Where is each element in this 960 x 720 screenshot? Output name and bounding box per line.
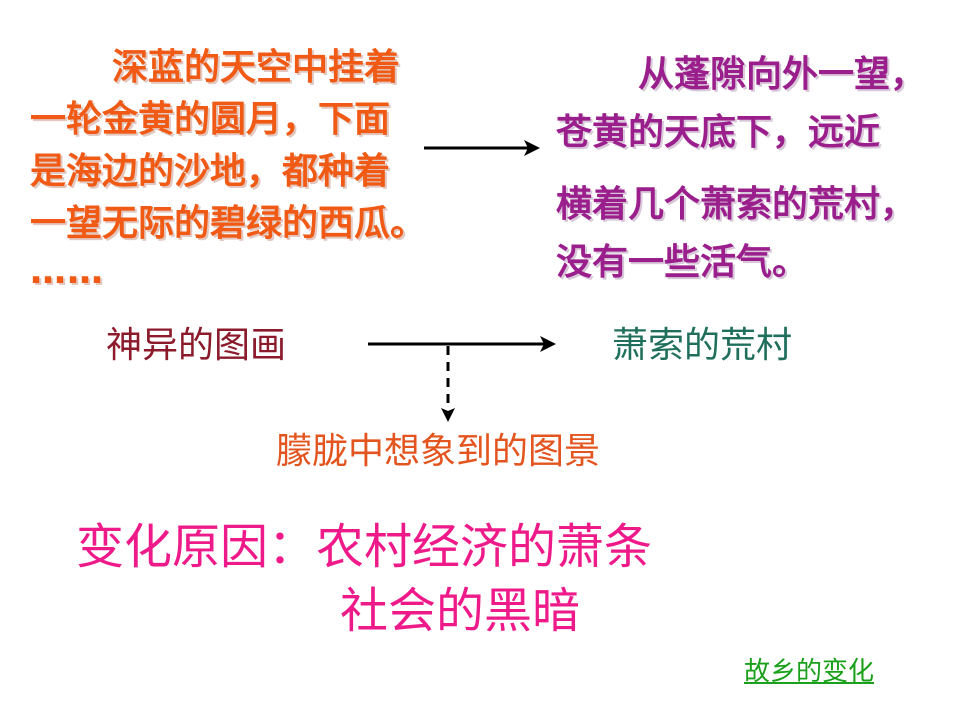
label-magic-picture: 神异的图画: [106, 325, 287, 366]
quote-left-line-2: 一轮金黄的圆月，下面: [30, 99, 391, 140]
reason-line-1: 变化原因：农村经济的萧条: [76, 519, 653, 575]
label-desolate-village: 萧索的荒村: [612, 325, 793, 366]
quote-left-ellipsis: ……: [30, 251, 104, 292]
label-imagined-scene: 朦胧中想象到的图景: [276, 431, 601, 472]
arrow-top: [424, 140, 540, 156]
quote-right-line-3: 横着几个萧索的荒村，: [556, 184, 917, 225]
quote-left-line-3: 是海边的沙地，都种着: [30, 151, 391, 192]
quote-right-line-2: 苍黄的天底下，远近: [556, 112, 881, 153]
quote-left-line-4: 一望无际的碧绿的西瓜。: [30, 203, 427, 244]
quote-left-line-1: 深蓝的天空中挂着: [112, 47, 401, 88]
quote-right-b: 横着几个萧索的荒村， 没有一些活气。: [556, 176, 960, 292]
quote-right-a: 从蓬隙向外一望， 苍黄的天底下，远近: [556, 46, 960, 162]
quote-right-line-4: 没有一些活气。: [556, 242, 809, 283]
hometown-change-link[interactable]: 故乡的变化: [744, 657, 875, 687]
reason-line-2: 社会的黑暗: [340, 583, 581, 639]
quote-left: 深蓝的天空中挂着 一轮金黄的圆月，下面 是海边的沙地，都种着 一望无际的碧绿的西…: [30, 42, 490, 250]
quote-right-line-1: 从蓬隙向外一望，: [638, 54, 927, 95]
arrow-dashed-down: [441, 346, 455, 422]
arrow-middle: [368, 336, 556, 352]
